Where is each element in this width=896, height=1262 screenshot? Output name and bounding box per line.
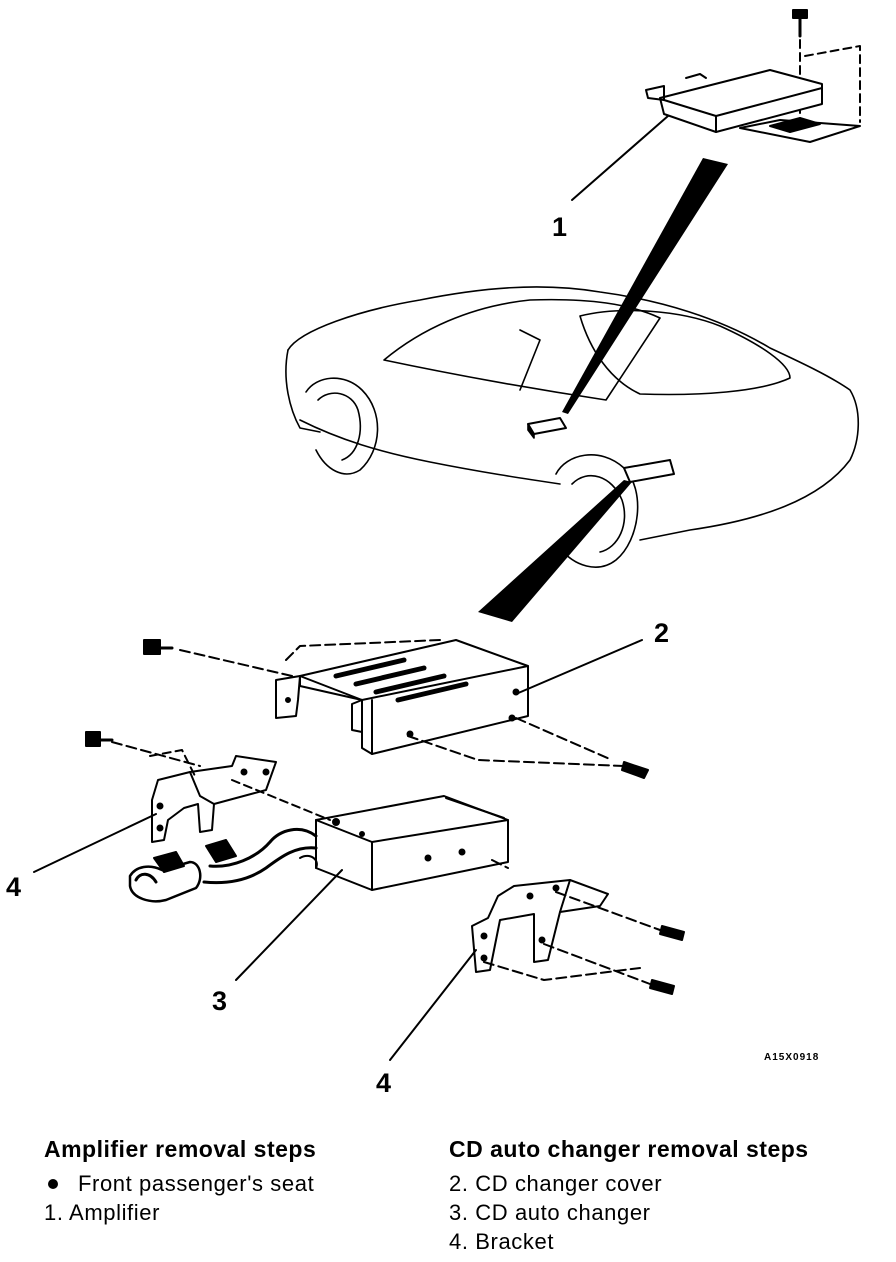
cd-step: 4. Bracket (449, 1229, 555, 1254)
cd-step: 3. CD auto changer (449, 1200, 651, 1225)
cd-auto-changer-part (128, 795, 509, 903)
car-outline (285, 286, 860, 568)
pointer-wedge-upper (562, 158, 728, 414)
bracket-left-part (149, 749, 331, 843)
amplifier-step: 1. Amplifier (44, 1200, 161, 1225)
figure-code: A15X0918 (764, 1052, 819, 1063)
pointer-wedge-lower (478, 480, 632, 622)
bullet-icon (48, 1178, 58, 1189)
callout-1: 1 (552, 212, 567, 242)
amplifier-step-text: Front passenger's seat (78, 1171, 315, 1196)
cd-changer-removal-steps: CD auto changer removal steps 2. CD chan… (449, 1136, 809, 1256)
callout-2: 2 (654, 618, 669, 648)
cd-step: 2. CD changer cover (449, 1171, 663, 1196)
amplifier-steps-title: Amplifier removal steps (44, 1136, 317, 1162)
cd-steps-title: CD auto changer removal steps (449, 1136, 809, 1162)
amplifier-step-prerequisite: Front passenger's seat (44, 1169, 316, 1198)
amplifier-part (645, 9, 861, 143)
callout-4-right: 4 (376, 1068, 391, 1098)
amplifier-removal-steps: Amplifier removal steps Front passenger'… (44, 1136, 316, 1227)
callout-3: 3 (212, 986, 227, 1016)
cd-changer-cover-part (85, 639, 649, 779)
callout-4-left: 4 (6, 872, 21, 902)
bracket-right-part (471, 859, 685, 995)
